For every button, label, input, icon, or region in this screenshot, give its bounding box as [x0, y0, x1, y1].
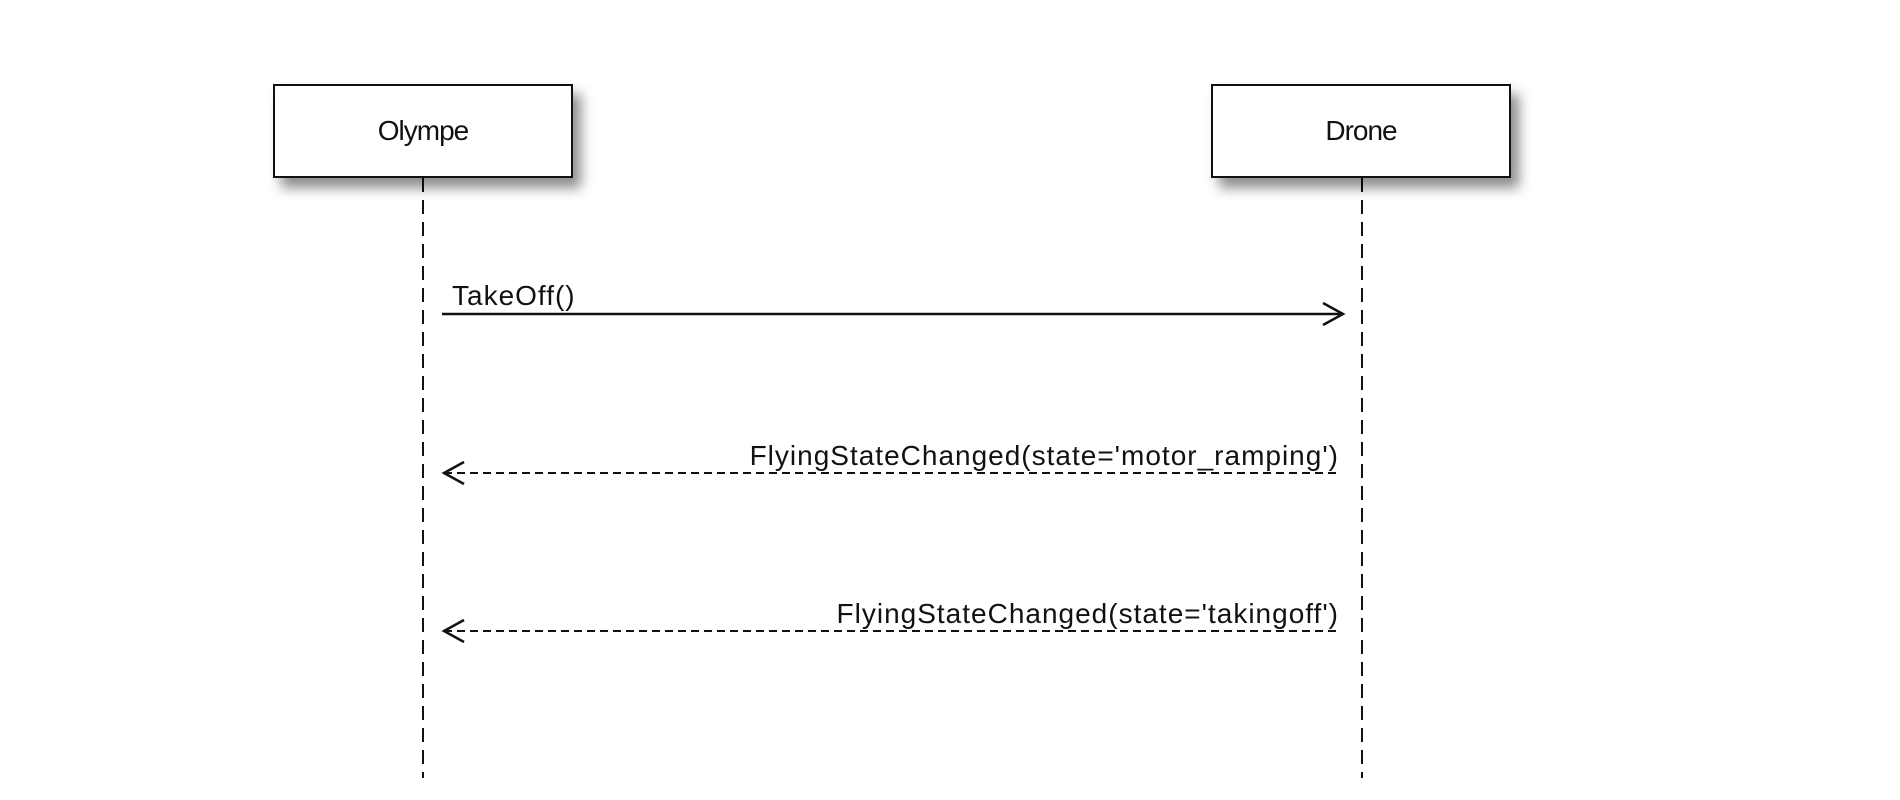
- message-label-motor-ramping: FlyingStateChanged(state='motor_ramping'…: [749, 440, 1339, 471]
- message-arrow-takingoff: [441, 618, 1340, 644]
- message-label-takeoff: TakeOff(): [452, 280, 576, 311]
- message-arrow-takeoff: [442, 301, 1346, 327]
- message-arrow-motor-ramping: [441, 460, 1340, 486]
- message-label-takingoff: FlyingStateChanged(state='takingoff'): [836, 598, 1339, 629]
- participant-drone: Drone: [1211, 84, 1511, 178]
- participant-olympe: Olympe: [273, 84, 573, 178]
